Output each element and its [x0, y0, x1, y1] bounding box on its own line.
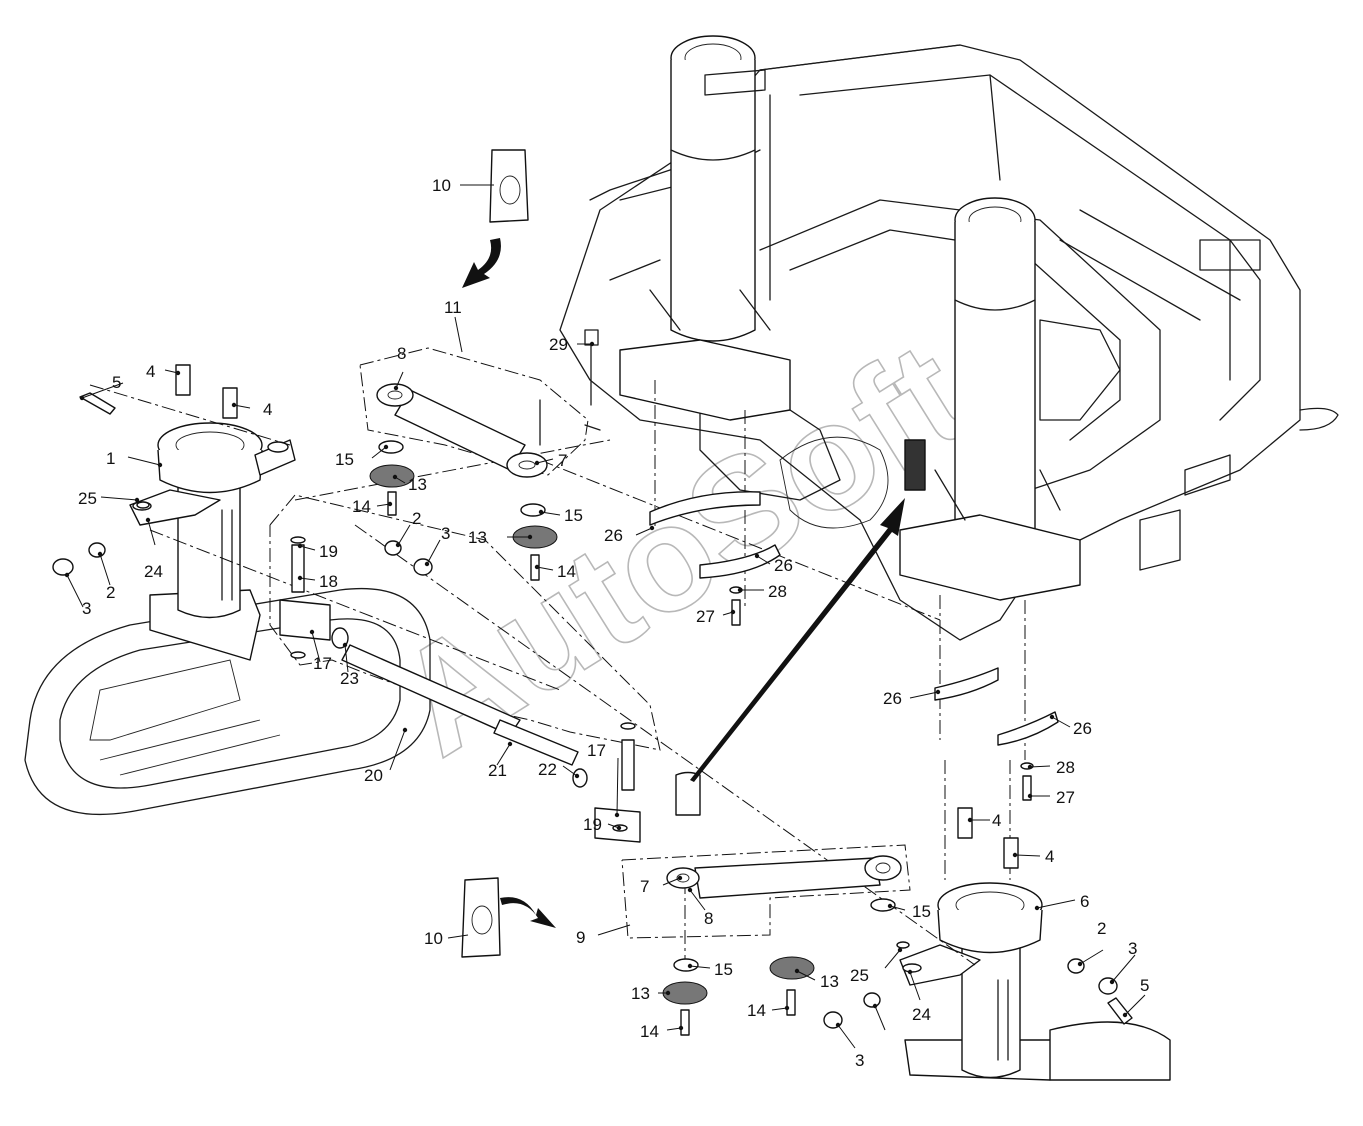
callout-3d: 3	[855, 1051, 864, 1070]
callout-13c: 13	[820, 972, 839, 991]
group-box-11	[359, 347, 589, 476]
callout-5a: 5	[112, 373, 121, 392]
callout-14b: 14	[557, 562, 576, 581]
callout-6: 6	[1080, 892, 1089, 911]
column-right	[899, 197, 1081, 601]
callout-14d: 14	[640, 1022, 659, 1041]
callout-4a: 4	[146, 362, 155, 381]
left-track	[24, 587, 431, 816]
callout-25b: 25	[850, 966, 869, 985]
callout-26d: 26	[1073, 719, 1092, 738]
callout-10a: 10	[432, 176, 451, 195]
pin-assembly-20	[279, 536, 641, 843]
cylinder-9	[666, 855, 902, 899]
column-left	[619, 35, 791, 421]
callout-24b: 24	[912, 1005, 931, 1024]
callout-13b: 13	[468, 528, 487, 547]
assembly-arrow-lower	[500, 897, 556, 928]
callout-27b: 27	[1056, 788, 1075, 807]
callout-26c: 26	[883, 689, 902, 708]
assembly-arrow-upper	[462, 238, 501, 288]
callout-24a: 24	[144, 562, 163, 581]
callout-29: 29	[549, 335, 568, 354]
callout-21: 21	[488, 761, 507, 780]
callout-13a: 13	[408, 475, 427, 494]
callout-27a: 27	[696, 607, 715, 626]
callout-2b: 2	[412, 509, 421, 528]
callout-15b: 15	[564, 506, 583, 525]
kit-bag-lower	[461, 877, 556, 958]
callout-25a: 25	[78, 489, 97, 508]
callout-14c: 14	[747, 1001, 766, 1020]
callout-9: 9	[576, 928, 585, 947]
callout-17b: 17	[587, 741, 606, 760]
group-box-9	[621, 844, 911, 939]
callout-20: 20	[364, 766, 383, 785]
callout-19b: 19	[583, 815, 602, 834]
callout-13d: 13	[631, 984, 650, 1003]
callout-15a: 15	[335, 450, 354, 469]
callout-3a: 3	[82, 599, 91, 618]
callout-10b: 10	[424, 929, 443, 948]
right-swing-post	[899, 882, 1171, 1081]
callout-28b: 28	[1056, 758, 1075, 777]
callout-4c: 4	[992, 811, 1001, 830]
callout-19a: 19	[319, 542, 338, 561]
callout-22: 22	[538, 760, 557, 779]
callout-3b: 3	[441, 524, 450, 543]
callout-5b: 5	[1140, 976, 1149, 995]
callout-3c: 3	[1128, 939, 1137, 958]
callout-26a: 26	[604, 526, 623, 545]
callout-18: 18	[319, 572, 338, 591]
callout-28a: 28	[768, 582, 787, 601]
callout-2a: 2	[106, 583, 115, 602]
sensor-arrow	[690, 498, 905, 782]
left-swing-post	[129, 422, 296, 661]
callout-11: 11	[444, 298, 462, 317]
callout-15c: 15	[912, 902, 931, 921]
center-lines	[89, 380, 1026, 966]
kit-bag-upper	[462, 149, 529, 288]
callout-26b: 26	[774, 556, 793, 575]
callout-2c: 2	[1097, 919, 1106, 938]
callouts: 1 2 2 2 3 3 3 3 4 4 4 4 5 5 6 7 7 8 8 9 …	[78, 176, 1149, 1070]
callout-4d: 4	[1045, 847, 1054, 866]
callout-15d: 15	[714, 960, 733, 979]
callout-1: 1	[106, 449, 115, 468]
callout-8a: 8	[397, 344, 406, 363]
cylinder-11	[376, 329, 601, 478]
callout-7a: 7	[558, 451, 567, 470]
callout-23: 23	[340, 669, 359, 688]
callout-14a: 14	[352, 497, 371, 516]
group-box-20	[269, 494, 661, 751]
leader-lines	[64, 184, 1146, 1049]
callout-7b: 7	[640, 877, 649, 896]
callout-4b: 4	[263, 400, 272, 419]
callout-17a: 17	[313, 654, 332, 673]
callout-8b: 8	[704, 909, 713, 928]
